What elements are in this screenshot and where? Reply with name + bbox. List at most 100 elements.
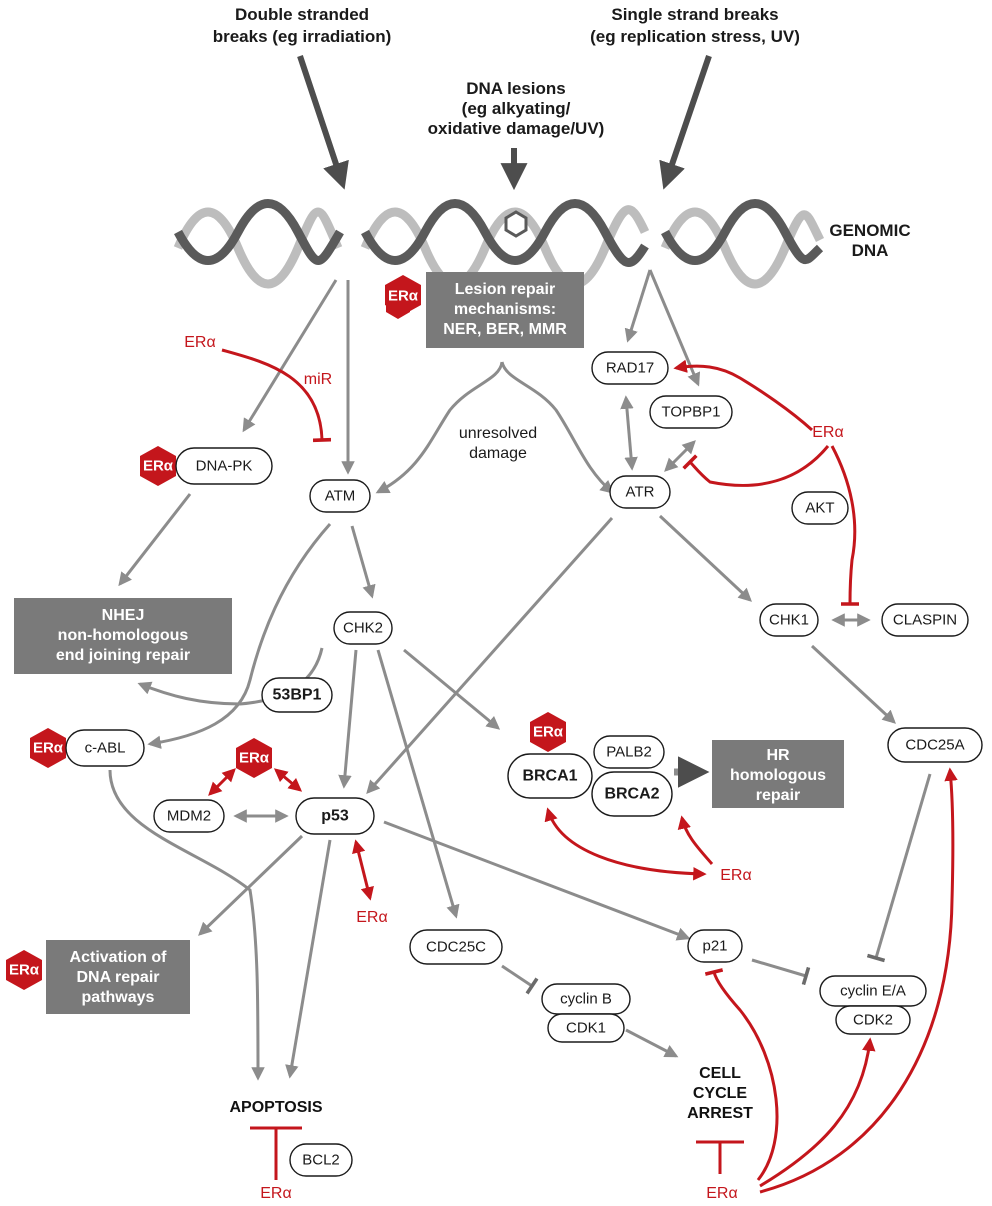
atr-node: [609, 475, 671, 509]
era-label-apoptosis: ERα: [260, 1185, 291, 1202]
dna-to-dnapk-arrow: [242, 279, 338, 433]
cdk1-node: [547, 1013, 625, 1043]
akt-label: AKT: [805, 500, 834, 517]
p53-to-apoptosis-arrow: [285, 839, 332, 1079]
53bp1-label: 53BP1: [273, 687, 322, 704]
claspin-label: CLASPIN: [893, 612, 957, 629]
genomic-label-line1: GENOMIC: [829, 221, 910, 240]
era-hexagon-label-cabl: ERα: [33, 740, 64, 757]
dsb-arrow: [297, 55, 349, 190]
era-p53-below-interaction: [352, 839, 374, 901]
p21-label: p21: [702, 938, 727, 955]
hr-line1: HR: [766, 747, 790, 764]
cabl-node: [65, 729, 145, 767]
cdc25a-label: CDC25A: [905, 737, 964, 754]
era-brca1-interaction: [544, 807, 707, 881]
era-mir-inhibit-atm: [221, 348, 332, 443]
p53-node: [295, 797, 375, 835]
atm-to-cabl-arrow: [147, 523, 332, 749]
era-hexagon-icon-activation: [6, 950, 42, 990]
cabl-label: c-ABL: [85, 740, 126, 757]
topbp1-label: TOPBP1: [662, 404, 721, 421]
bcl2-node: [289, 1143, 353, 1177]
atr-label: ATR: [626, 484, 655, 501]
atr-to-chk1-arrow: [658, 514, 752, 602]
chk2-node: [333, 611, 393, 645]
era-hexagon-label: ERα: [388, 288, 419, 305]
akt-node: [791, 491, 849, 525]
nhej-box: [14, 598, 232, 674]
cdk2-label: CDK2: [853, 1012, 893, 1029]
cyclinea-label: cyclin E/A: [840, 983, 906, 1000]
chk1-to-cdc25a-arrow: [810, 644, 896, 724]
lesion-header-line3: oxidative damage/UV): [428, 119, 605, 138]
era-to-cdc25a-arrow: [759, 767, 958, 1194]
nhej-line3: end joining repair: [56, 647, 190, 664]
lesion-repair-line1: Lesion repair: [455, 281, 555, 298]
arrest-line3: ARREST: [687, 1105, 753, 1122]
dsb-header-line2: breaks (eg irradiation): [213, 27, 392, 46]
era-inhibit-p21: [704, 968, 779, 1181]
mdm2-label: MDM2: [167, 808, 211, 825]
era-hexagon-label-dnapk: ERα: [143, 458, 174, 475]
53bp1-node: [261, 677, 333, 713]
era-hexagon-label-activation: ERα: [9, 962, 40, 979]
palb2-node: [593, 735, 665, 769]
unresolved-to-atm-arrow: [375, 361, 504, 494]
brca1-label: BRCA1: [522, 768, 577, 785]
chk1-label: CHK1: [769, 612, 809, 629]
nhej-line1: NHEJ: [102, 607, 145, 624]
nhej-line2: non-homologous: [58, 627, 189, 644]
apoptosis-label: APOPTOSIS: [229, 1099, 322, 1116]
rad17-node: [591, 351, 669, 385]
cdk2-node: [835, 1005, 911, 1035]
chk2-to-cdc25c-arrow: [376, 649, 460, 919]
era-hexagon-label-p53: ERα: [239, 750, 270, 767]
era-inhibit-topbp1: [682, 445, 830, 487]
rad17-label: RAD17: [606, 360, 654, 377]
dna-to-rad17-arrow: [624, 269, 652, 343]
activation-line3: pathways: [82, 989, 155, 1006]
dnapk-node: [175, 447, 273, 485]
lesion-header-line2: (eg alkyating/: [462, 99, 571, 118]
brca1-node: [507, 753, 593, 799]
chk2-to-p53-arrow: [338, 649, 358, 789]
mdm2-node: [153, 799, 225, 833]
era-p53-interaction: [273, 768, 303, 792]
lesion-header-line1: DNA lesions: [466, 79, 566, 98]
era-hexagon-icon-p53: [236, 738, 272, 778]
topbp1-atr-interaction: [664, 440, 696, 472]
ssb-header-line1: Single strand breaks: [611, 5, 778, 24]
arrest-line2: CYCLE: [693, 1085, 748, 1102]
atr-to-p53-arrow: [366, 517, 614, 795]
era-hexagon-icon-lesion: [385, 275, 421, 315]
arrest-line1: CELL: [699, 1065, 741, 1082]
lesion-repair-line3: NER, BER, MMR: [443, 321, 567, 338]
p21-inhibit-cyclinea: [751, 958, 811, 986]
unresolved-label-line2: damage: [469, 445, 527, 462]
cdc25a-to-cyclinea-line: [866, 773, 932, 963]
era-to-rad17-arrow: [673, 359, 814, 432]
mir-label: miR: [304, 371, 332, 388]
palb2-label: PALB2: [606, 744, 652, 761]
unresolved-label-line1: unresolved: [459, 425, 537, 442]
topbp1-node: [649, 395, 733, 429]
era-label-brca: ERα: [720, 867, 751, 884]
p53-to-p21-arrow: [383, 820, 691, 941]
era-inhibit-chk1-claspin: [830, 445, 860, 606]
era-label-right: ERα: [812, 424, 843, 441]
era-hexagon-icon-dnapk: [140, 446, 176, 486]
dna-helix: [173, 199, 825, 289]
cyclinb-label: cyclin B: [560, 991, 612, 1008]
era-label-mir: ERα: [184, 334, 215, 351]
atm-label: ATM: [325, 488, 356, 505]
activation-line2: DNA repair: [77, 969, 160, 986]
chk2-to-brca1-arrow: [403, 648, 501, 730]
era-hexagon-icon-cabl: [30, 728, 66, 768]
p53-to-activation-arrow: [198, 834, 304, 936]
hr-line2: homologous: [730, 767, 826, 784]
lesion-hexagon-icon: [504, 210, 528, 238]
bcl2-label: BCL2: [302, 1152, 340, 1169]
rad17-atr-interaction: [620, 395, 638, 471]
